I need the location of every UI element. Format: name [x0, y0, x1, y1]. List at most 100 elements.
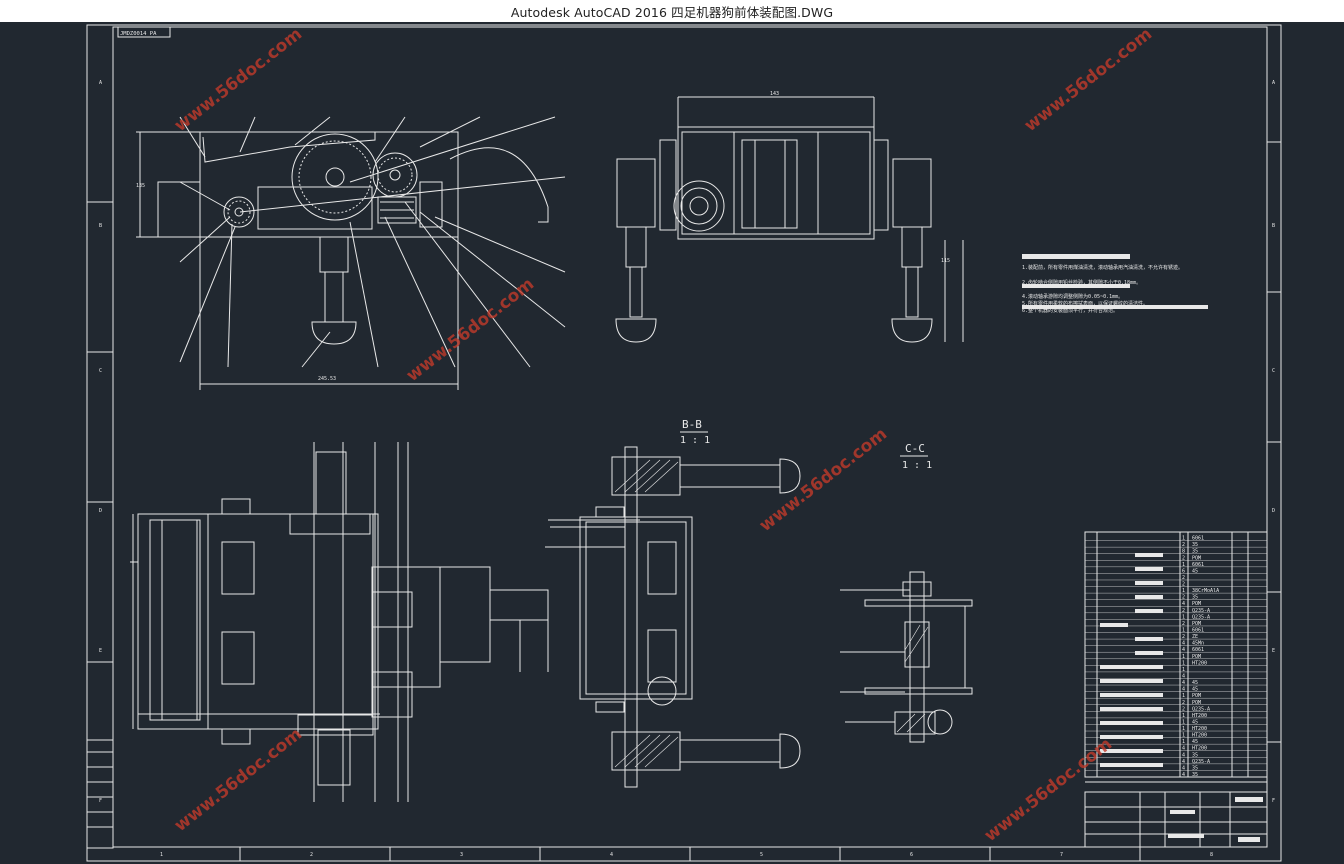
parts-material-cell: POM [1192, 601, 1201, 607]
watermark-4: www.56doc.com [756, 424, 891, 536]
parts-qty-cell: 1 [1182, 713, 1185, 719]
parts-qty-cell: 1 [1182, 614, 1185, 620]
parts-qty-cell: 2 [1182, 621, 1185, 627]
grid-letter: A [99, 80, 102, 86]
left-side-table [86, 739, 114, 849]
grid-letter: D [1272, 508, 1275, 514]
right-height-dim: 115 [941, 258, 950, 264]
parts-qty-cell: 2 [1182, 700, 1185, 706]
parts-qty-cell: 1 [1182, 667, 1185, 673]
top-width-dim: 143 [770, 91, 779, 97]
cad-drawing[interactable]: JMDZ0014 PA B-B 1 : 1 C-C 1 : 1 143 245.… [0, 22, 1344, 864]
left-width-dim: 245.53 [318, 376, 336, 382]
parts-material-cell: 45 [1192, 568, 1198, 574]
title-block [1084, 781, 1268, 848]
parts-qty-cell: 2 [1182, 575, 1185, 581]
grid-letter: E [99, 648, 102, 654]
parts-qty-cell: 4 [1182, 641, 1185, 647]
parts-qty-cell: 2 [1182, 608, 1185, 614]
drawing-tag-box [117, 26, 171, 38]
parts-qty-cell: 2 [1182, 582, 1185, 588]
parts-material-cell: 35 [1192, 542, 1198, 548]
parts-list-table [1084, 531, 1268, 778]
parts-qty-cell: 1 [1182, 588, 1185, 594]
watermark-1: www.56doc.com [171, 24, 306, 136]
parts-qty-cell: 1 [1182, 739, 1185, 745]
watermarks: www.56doc.com www.56doc.com www.56doc.co… [171, 24, 1156, 846]
parts-material-cell: POM [1192, 693, 1201, 699]
note-4: 4.滚动轴承游隙均调整侧隙为0.05~0.1mm。 [1022, 293, 1123, 300]
parts-material-cell: 6061 [1192, 536, 1204, 542]
parts-material-cell: POM [1192, 621, 1201, 627]
parts-material-cell: HT200 [1192, 726, 1207, 732]
parts-material-cell: POM [1192, 654, 1201, 660]
grid-number: 5 [760, 852, 763, 858]
grid-number: 3 [460, 852, 463, 858]
section-bb [545, 431, 801, 788]
parts-material-cell: 35 [1192, 752, 1198, 758]
parts-qty-cell: 4 [1182, 759, 1185, 765]
parts-qty-cell: 4 [1182, 772, 1185, 778]
note-6: 6.整个机器的安装面须平行，并符合规范。 [1022, 307, 1118, 314]
section-bb-scale: 1 : 1 [680, 435, 710, 446]
parts-material-cell: ZE [1192, 634, 1198, 640]
grid-number: 2 [310, 852, 313, 858]
section-bb-title: B-B [682, 418, 702, 431]
parts-material-cell: HT200 [1192, 733, 1207, 739]
parts-qty-cell: 1 [1182, 660, 1185, 666]
plan-view [130, 442, 549, 802]
parts-qty-cell: 1 [1182, 654, 1185, 660]
drawing-tag: JMDZ0014 PA [120, 31, 157, 37]
parts-material-cell: 45 [1192, 739, 1198, 745]
section-cc [840, 455, 973, 743]
parts-material-cell: POM [1192, 700, 1201, 706]
parts-material-cell: 45Mn [1192, 641, 1204, 647]
watermark-5: www.56doc.com [171, 724, 306, 836]
drawing-canvas[interactable]: JMDZ0014 PA B-B 1 : 1 C-C 1 : 1 143 245.… [0, 22, 1344, 864]
grid-letter: F [99, 798, 102, 804]
grid-number: 8 [1210, 852, 1213, 858]
window-title-bar: Autodesk AutoCAD 2016 四足机器狗前体装配图.DWG [0, 0, 1344, 22]
parts-material-cell: 6061 [1192, 562, 1204, 568]
hatching [614, 459, 929, 768]
front-view [136, 116, 566, 390]
grid-letter: D [99, 508, 102, 514]
grid-letter: B [99, 223, 102, 229]
parts-material-cell: HT200 [1192, 746, 1207, 752]
parts-qty-cell: 6 [1182, 568, 1185, 574]
grid-number: 1 [160, 852, 163, 858]
grid-letter: A [1272, 80, 1275, 86]
parts-qty-cell: 2 [1182, 595, 1185, 601]
parts-material-cell: POM [1192, 555, 1201, 561]
parts-qty-cell: 4 [1182, 601, 1185, 607]
grid-number: 4 [610, 852, 613, 858]
parts-material-cell: Q235-A [1192, 614, 1210, 620]
parts-material-cell: 35 [1192, 595, 1198, 601]
parts-qty-cell: 2 [1182, 542, 1185, 548]
filled-marks [1022, 254, 1263, 842]
grid-number: 7 [1060, 852, 1063, 858]
note-2: 2.齿轮啮合侧隙用铅丝检验，其侧隙不小于0.18mm。 [1022, 279, 1141, 286]
section-cc-scale: 1 : 1 [902, 460, 932, 471]
top-view [615, 96, 964, 343]
parts-qty-cell: 1 [1182, 536, 1185, 542]
parts-material-cell: 45 [1192, 719, 1198, 725]
parts-qty-cell: 1 [1182, 562, 1185, 568]
parts-material-cell: 45 [1192, 680, 1198, 686]
parts-material-cell: 35 [1192, 765, 1198, 771]
left-height-dim: 135 [136, 183, 145, 189]
parts-qty-cell: 1 [1182, 726, 1185, 732]
frame-ticks [87, 141, 1281, 861]
watermark-6: www.56doc.com [981, 734, 1116, 846]
parts-qty-cell: 2 [1182, 555, 1185, 561]
parts-qty-cell: 4 [1182, 647, 1185, 653]
window-title: Autodesk AutoCAD 2016 四足机器狗前体装配图.DWG [510, 4, 834, 20]
parts-material-cell: 6061 [1192, 647, 1204, 653]
parts-material-cell: Q235-A [1192, 608, 1210, 614]
parts-qty-cell: 4 [1182, 746, 1185, 752]
parts-qty-cell: 4 [1182, 765, 1185, 771]
grid-letter: C [1272, 368, 1275, 374]
section-cc-title: C-C [905, 442, 925, 455]
